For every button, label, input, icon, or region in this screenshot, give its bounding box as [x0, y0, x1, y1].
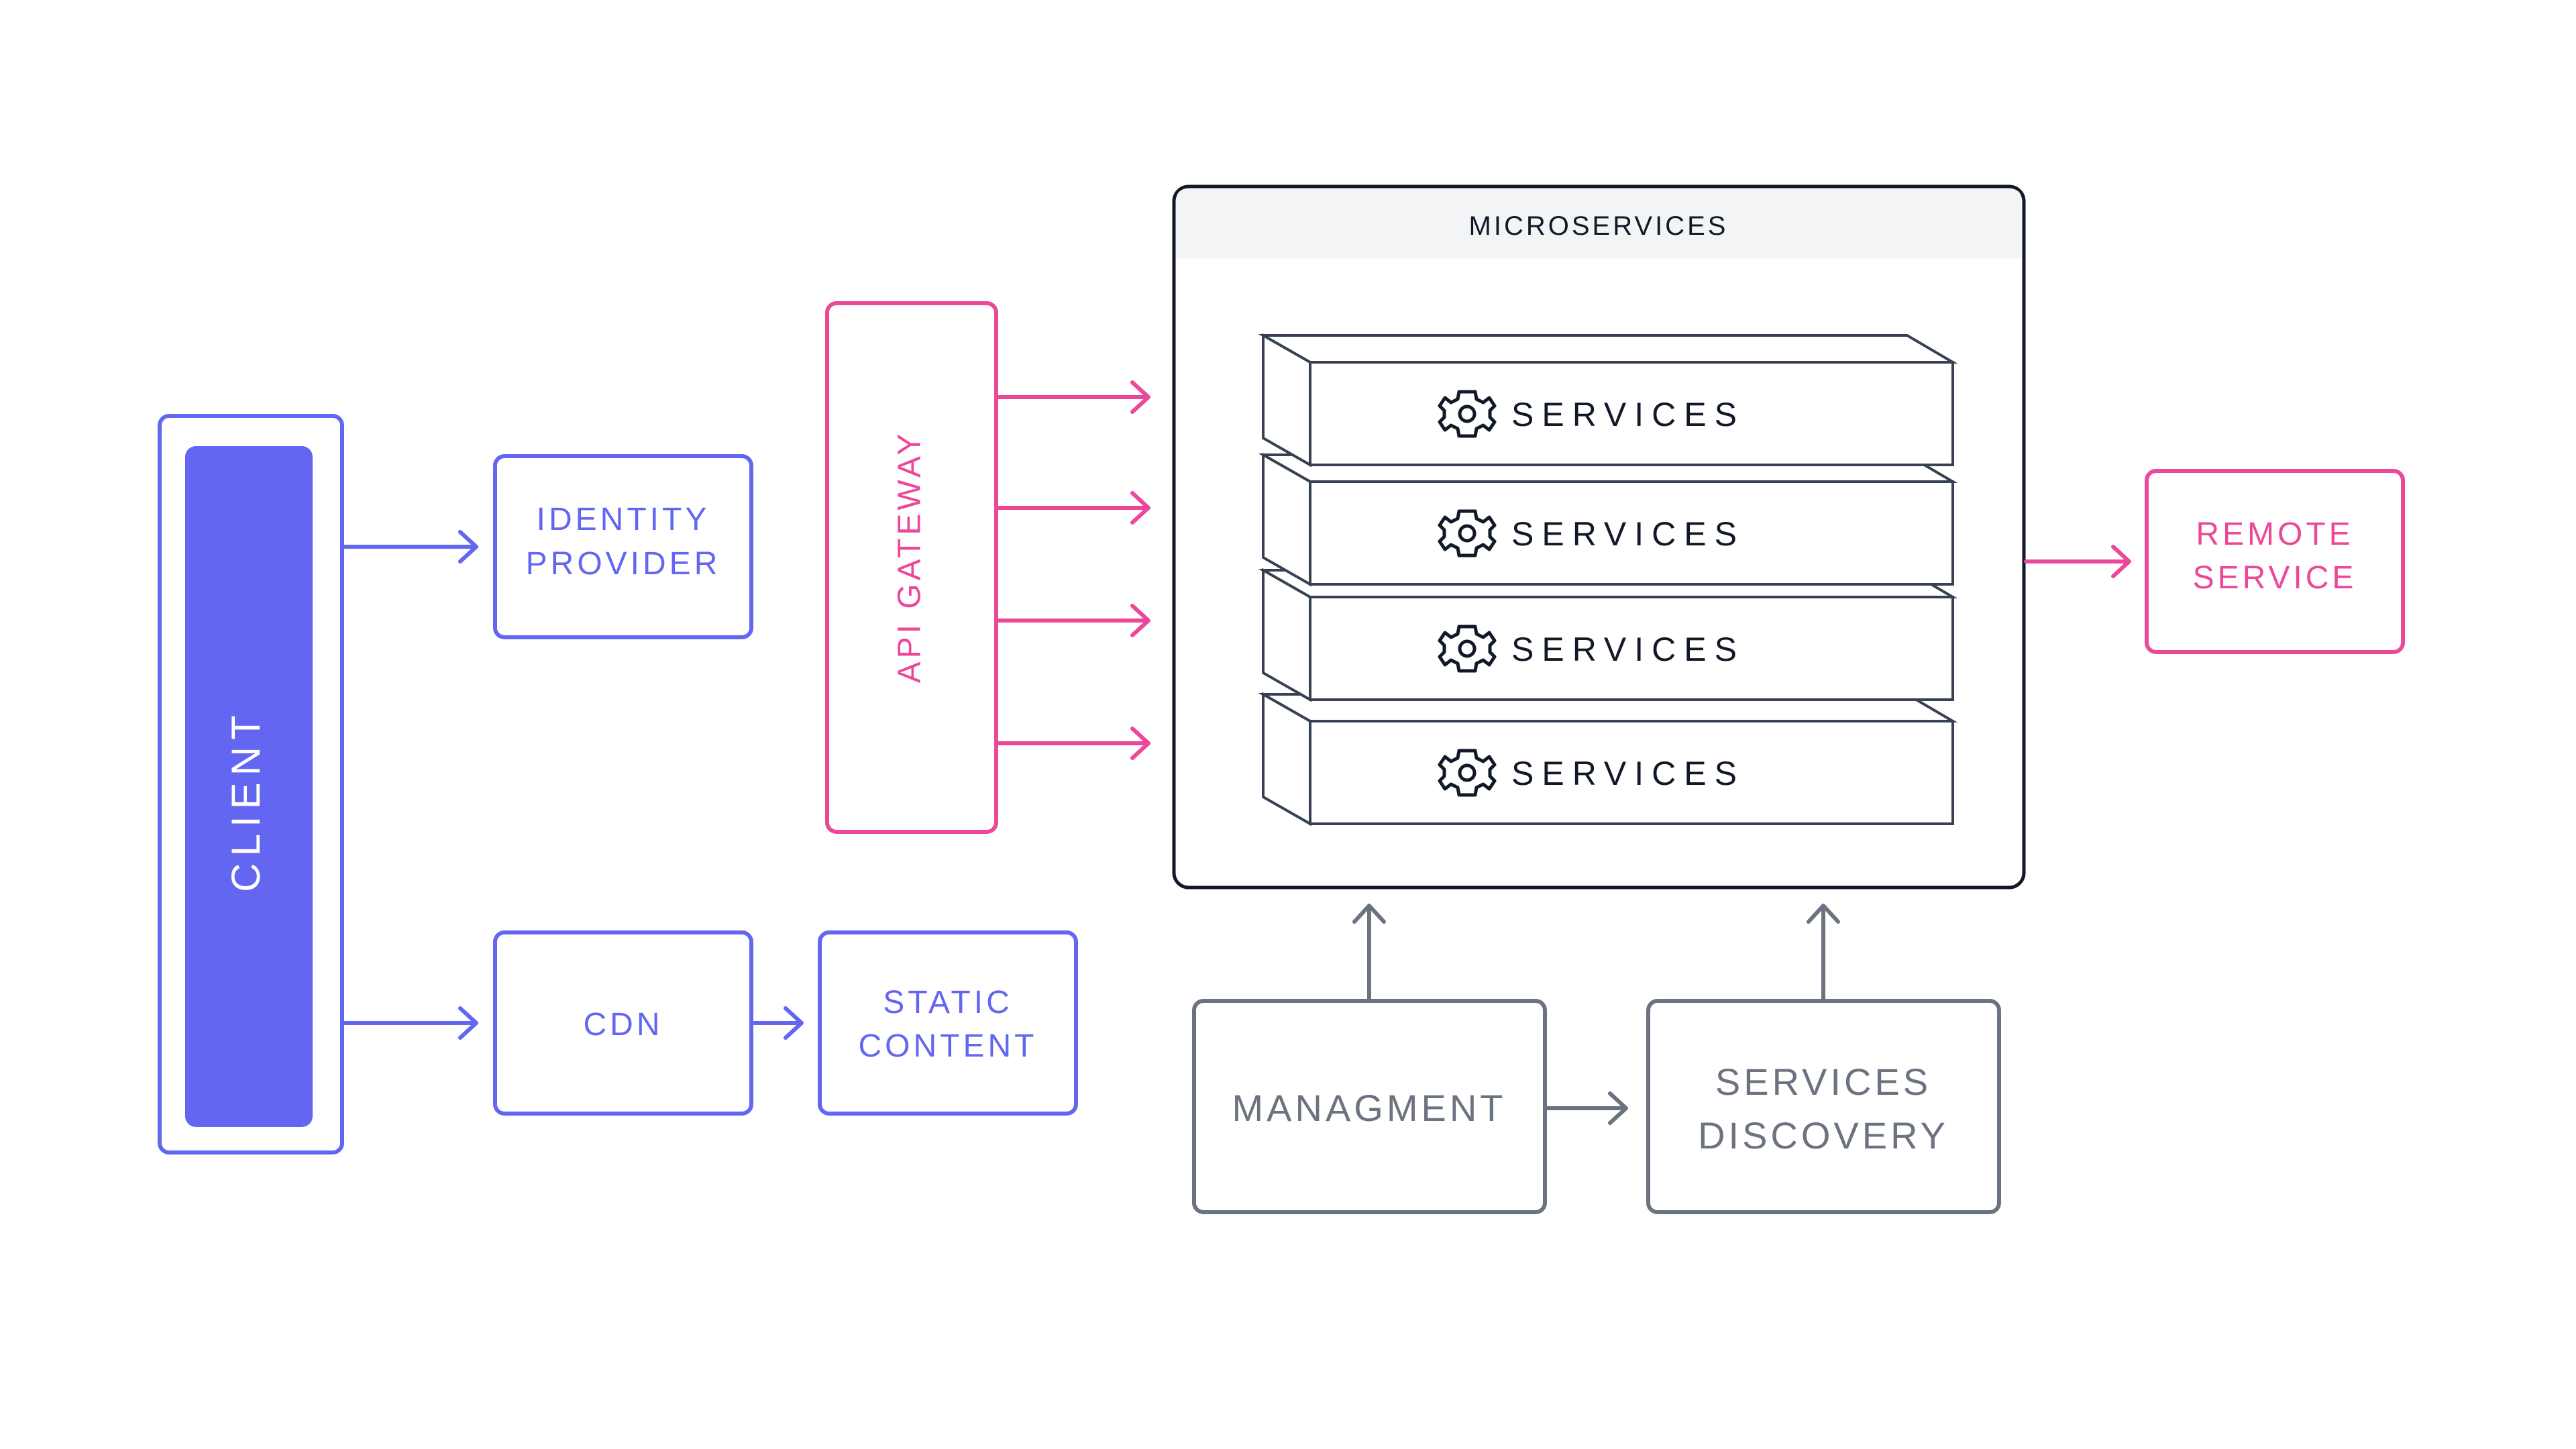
arrow-services-discovery-to-microservices — [1807, 904, 1840, 1001]
management-label: MANAGMENT — [1232, 1087, 1507, 1129]
management-node: MANAGMENT — [1192, 999, 1547, 1214]
microservices-container: MICROSERVICES SERVICES SERVICES SERVICES — [1172, 184, 2026, 890]
service-block-3: SERVICES — [1258, 568, 1958, 702]
gear-icon — [1440, 392, 1495, 436]
remote-service-label-line1: REMOTE — [2196, 517, 2353, 552]
api-gateway-node: API GATEWAY — [825, 301, 998, 834]
microservices-title: MICROSERVICES — [1469, 211, 1729, 241]
cdn-node: CDN — [493, 930, 753, 1116]
service-block-2: SERVICES — [1258, 452, 1958, 587]
client-label: CLIENT — [223, 708, 268, 892]
arrow-cdn-to-static-content — [751, 1006, 804, 1040]
gear-icon — [1440, 511, 1495, 555]
arrow-api-gateway-to-microservices-4 — [996, 727, 1150, 760]
service-label-1: SERVICES — [1511, 396, 1745, 433]
service-label-2: SERVICES — [1511, 515, 1745, 553]
static-content-label-line1: STATIC — [883, 985, 1013, 1020]
service-label-3: SERVICES — [1511, 631, 1745, 668]
services-discovery-label-line1: SERVICES — [1715, 1061, 1931, 1103]
identity-provider-label-line2: PROVIDER — [526, 546, 721, 582]
static-content-node: STATIC CONTENT — [818, 930, 1078, 1116]
arrow-management-to-services-discovery — [1545, 1091, 1628, 1125]
remote-service-node: REMOTE SERVICE — [2145, 469, 2405, 654]
services-discovery-label-line2: DISCOVERY — [1698, 1114, 1949, 1157]
gear-icon — [1440, 751, 1495, 795]
gear-icon — [1440, 627, 1495, 671]
service-block-4: SERVICES — [1258, 692, 1958, 826]
cdn-label: CDN — [584, 1007, 663, 1042]
arrow-api-gateway-to-microservices-3 — [996, 604, 1150, 637]
identity-provider-node: IDENTITY PROVIDER — [493, 454, 753, 639]
arrow-api-gateway-to-microservices-1 — [996, 380, 1150, 414]
service-block-1: SERVICES — [1258, 333, 1958, 468]
arrow-client-to-cdn — [342, 1006, 478, 1040]
static-content-label-line2: CONTENT — [859, 1028, 1038, 1064]
service-label-4: SERVICES — [1511, 755, 1745, 792]
arrow-management-to-microservices — [1352, 904, 1386, 1001]
api-gateway-label: API GATEWAY — [892, 431, 928, 684]
arrow-client-to-identity-provider — [342, 530, 478, 564]
identity-provider-label-line1: IDENTITY — [537, 502, 710, 537]
services-discovery-node: SERVICES DISCOVERY — [1646, 999, 2001, 1214]
client-node: CLIENT — [158, 414, 344, 1155]
arrow-microservices-to-remote-service — [2024, 545, 2131, 578]
remote-service-label-line2: SERVICE — [2193, 560, 2357, 596]
arrow-api-gateway-to-microservices-2 — [996, 491, 1150, 525]
